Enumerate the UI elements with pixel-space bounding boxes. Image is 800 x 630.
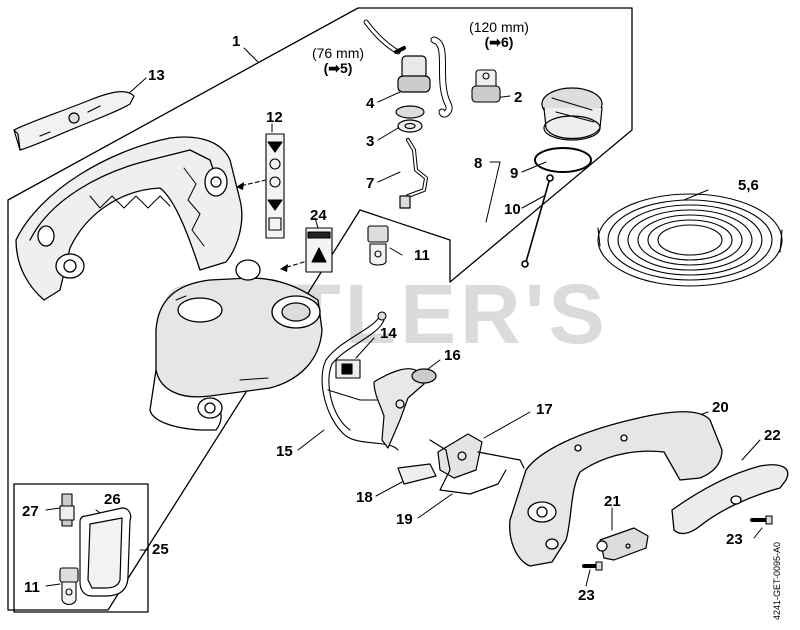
callout-15: 15 — [276, 443, 293, 460]
callout-20: 20 — [712, 399, 729, 416]
callout-12: 12 — [266, 109, 283, 126]
callout-9: 9 — [510, 165, 519, 182]
callout-23-right: 23 — [726, 531, 743, 548]
part-1-tank — [149, 259, 323, 431]
callout-2: 2 — [514, 89, 523, 106]
callout-11-upper: 11 — [414, 247, 430, 264]
screw-23-right — [750, 515, 773, 525]
part-21-trigger — [596, 527, 649, 561]
part-22-cover — [671, 464, 789, 535]
screw-23-bottom — [582, 561, 603, 571]
part-11-plug-lower — [59, 567, 79, 606]
part-8-cap — [541, 87, 603, 141]
part-17-lever — [437, 433, 525, 479]
callout-23-bottom: 23 — [578, 587, 595, 604]
callout-25: 25 — [152, 541, 169, 558]
short-hose-annotation: (76 mm) (➡5) — [300, 45, 376, 77]
callout-8: 8 — [474, 155, 483, 172]
short-hose-length: (76 mm) — [311, 45, 365, 61]
part-4-valve — [363, 19, 453, 118]
long-hose-annotation: (120 mm) (➡6) — [456, 19, 542, 51]
callout-1: 1 — [232, 33, 241, 50]
assembly-frame-1 — [7, 7, 633, 611]
part-18-19-lockout — [397, 439, 507, 495]
part-14-15-wiring — [321, 311, 399, 451]
part-10-strap — [521, 174, 554, 268]
part-27-plug — [59, 493, 75, 527]
part-7-pickup — [399, 138, 428, 209]
part-11-plug-upper — [367, 225, 389, 266]
dashed-arrow-heads — [236, 182, 288, 272]
part-20-handle — [509, 411, 723, 567]
part-1-frame — [15, 136, 243, 301]
callout-7: 7 — [366, 175, 375, 192]
callout-4: 4 — [366, 95, 375, 112]
part-24-label — [305, 227, 333, 273]
callout-14: 14 — [380, 325, 397, 342]
long-hose-ref: (➡6) — [484, 34, 514, 51]
long-hose-length: (120 mm) — [469, 19, 529, 35]
callout-3: 3 — [366, 133, 375, 150]
callout-21: 21 — [604, 493, 621, 510]
callout-17: 17 — [536, 401, 553, 418]
part-3-grommet — [395, 105, 425, 133]
callout-24: 24 — [310, 207, 327, 224]
part-2-vent — [471, 69, 501, 103]
part-5-6-coil — [597, 193, 783, 287]
part-16-trigger — [373, 368, 437, 449]
callout-22: 22 — [764, 427, 781, 444]
part-9-oring — [534, 147, 592, 173]
part-13-cover — [13, 91, 135, 151]
callout-11-lower: 11 — [24, 579, 40, 596]
callout-26: 26 — [104, 491, 121, 508]
callout-18: 18 — [356, 489, 373, 506]
part-12-label — [265, 133, 285, 239]
callout-13: 13 — [148, 67, 165, 84]
part-26-filter — [79, 507, 132, 597]
callout-19: 19 — [396, 511, 413, 528]
kit-box-25 — [13, 483, 149, 613]
document-id: 4241-GET-0095-A0 — [772, 541, 782, 620]
callout-10: 10 — [504, 201, 521, 218]
short-hose-ref: (➡5) — [323, 60, 353, 77]
callout-16: 16 — [444, 347, 461, 364]
callout-5-6: 5,6 — [738, 177, 759, 194]
callout-27: 27 — [22, 503, 39, 520]
